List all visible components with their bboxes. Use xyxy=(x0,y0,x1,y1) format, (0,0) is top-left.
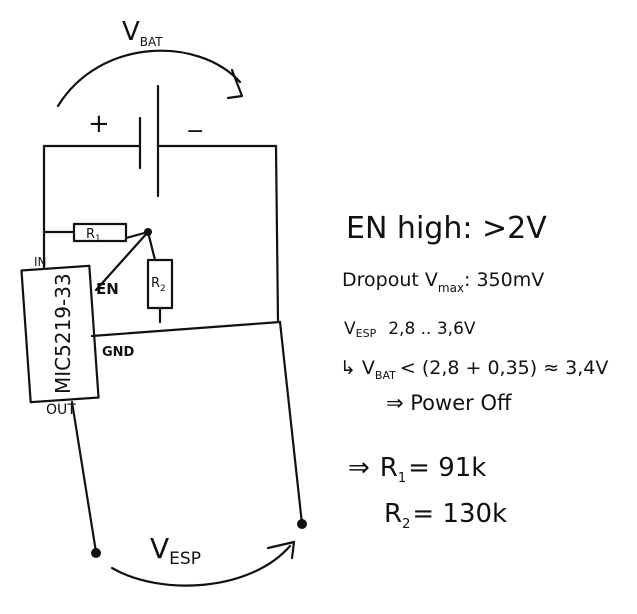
wire-node-to-r2 xyxy=(146,230,157,262)
wire-gnd-to-terminal xyxy=(278,320,304,526)
terminal-out xyxy=(91,548,101,558)
pin-en-label: EN xyxy=(96,280,119,298)
mic5219-ic-body xyxy=(20,264,100,404)
vbat-arrow-head xyxy=(226,68,244,100)
pin-in-label: IN xyxy=(34,255,47,269)
battery-minus-sign: − xyxy=(186,119,204,144)
wire-out-to-terminal xyxy=(70,400,98,554)
wire-right-vertical xyxy=(274,144,280,324)
note-r1-value: ⇒R1= 91k xyxy=(348,453,486,486)
note-r2-value: R2= 130k xyxy=(384,499,507,532)
pin-out-label: OUT xyxy=(46,402,76,418)
pin-gnd-label: GND xyxy=(102,345,135,360)
note-vbat-limit: ↳VBAT< (2,8 + 0,35) ≈ 3,4V xyxy=(340,357,608,382)
note-en-high: EN high: >2V xyxy=(346,211,547,246)
wire-ground-rail xyxy=(90,320,282,338)
vesp-arrow-head xyxy=(266,540,296,560)
vesp-bottom-label: VESP xyxy=(150,532,201,569)
wire-node-to-en xyxy=(94,230,150,292)
note-power-off: ⇒ Power Off xyxy=(386,391,512,415)
r2-resistor-label: R2 xyxy=(151,276,166,294)
vbat-top-label: VBAT xyxy=(122,17,163,49)
note-dropout: Dropout Vmax: 350mV xyxy=(342,269,544,295)
r1-resistor xyxy=(72,222,128,243)
r1-resistor-label: R1 xyxy=(86,227,101,244)
battery-plus-sign: + xyxy=(88,109,110,139)
terminal-gnd xyxy=(297,519,307,529)
ic-part-number: MIC5219-33 xyxy=(51,273,75,394)
vbat-curved-arrow xyxy=(56,49,242,108)
vesp-curved-arrow xyxy=(110,544,292,587)
